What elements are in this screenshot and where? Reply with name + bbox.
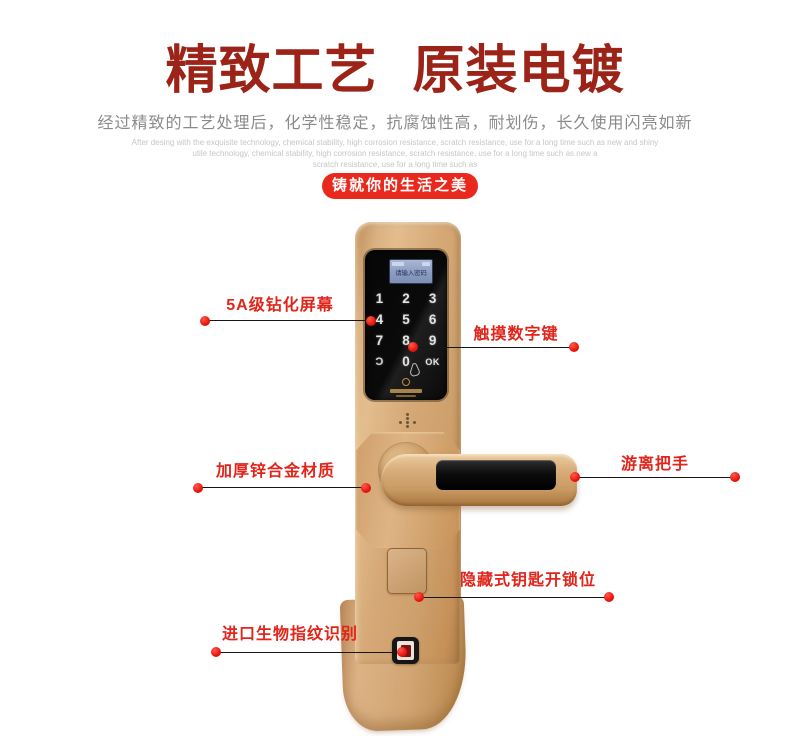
subtext-line-3: scratch resistance, use for a long time … bbox=[312, 160, 478, 169]
key-5: 5 bbox=[402, 312, 410, 327]
key-2: 2 bbox=[402, 291, 410, 306]
lcd-screen: 请输入密码 bbox=[389, 259, 433, 284]
callout-screen-dot-outer bbox=[200, 316, 210, 326]
key-cover-plate bbox=[387, 548, 427, 594]
lcd-prompt-text: 请输入密码 bbox=[395, 270, 427, 277]
key-7: 7 bbox=[375, 333, 384, 348]
subtitle: 经过精致的工艺处理后，化学性稳定，抗腐蚀性高，耐划伤，长久使用闪亮如新 bbox=[97, 115, 693, 132]
brand-logo-text bbox=[390, 389, 422, 393]
slogan-badge: 铸就你的生活之美 bbox=[322, 173, 478, 199]
callout-keyhole-line bbox=[419, 597, 609, 598]
brand-logo-icon bbox=[402, 378, 410, 386]
door-handle bbox=[381, 454, 577, 506]
key-3: 3 bbox=[428, 291, 437, 306]
callout-handle-line bbox=[575, 477, 735, 478]
callout-material-label: 加厚锌合金材质 bbox=[215, 463, 335, 480]
key-0: 0 bbox=[402, 354, 410, 369]
callout-keyhole-dot-target bbox=[414, 592, 424, 602]
callout-keyhole-dot-outer bbox=[604, 592, 614, 602]
callout-keypad-dot-target bbox=[408, 342, 418, 352]
callout-handle-dot-outer bbox=[730, 472, 740, 482]
key-ok: OK bbox=[425, 356, 440, 367]
callout-fingerprint-line bbox=[216, 652, 400, 653]
callout-screen-line bbox=[205, 320, 371, 321]
touch-hand-icon bbox=[409, 363, 420, 377]
callout-handle-dot-target bbox=[570, 472, 580, 482]
page-title: 精致工艺 原装电镀 bbox=[165, 40, 625, 101]
key-9: 9 bbox=[428, 333, 437, 348]
brand-logo-subtext bbox=[396, 395, 416, 397]
callout-screen-label: 5A级钻化屏幕 bbox=[226, 297, 334, 314]
speaker-holes-icon bbox=[406, 417, 409, 420]
callout-keypad-label: 触摸数字键 bbox=[473, 326, 559, 343]
lcd-status-bar bbox=[392, 262, 430, 267]
callout-material-line bbox=[198, 487, 366, 488]
callout-material-dot-target bbox=[361, 483, 371, 493]
handle-inlay bbox=[436, 460, 556, 490]
subtext-line-1: After desing with the exquisite technolo… bbox=[131, 138, 659, 147]
key-8: 8 bbox=[402, 333, 410, 348]
key-back-icon: Ɔ bbox=[375, 355, 384, 368]
callout-fingerprint-label: 进口生物指纹识别 bbox=[221, 626, 358, 643]
callout-keyhole-label: 隐藏式钥匙开锁位 bbox=[459, 572, 596, 589]
callout-fingerprint-dot-target bbox=[397, 647, 407, 657]
callout-keypad-dot-outer bbox=[569, 342, 579, 352]
key-1: 1 bbox=[375, 291, 384, 306]
callout-material-dot-outer bbox=[193, 483, 203, 493]
callout-fingerprint-dot-outer bbox=[211, 647, 221, 657]
callout-handle-label: 游离把手 bbox=[620, 456, 689, 473]
callout-keypad-line bbox=[412, 347, 574, 348]
callout-screen-dot-target bbox=[366, 316, 376, 326]
numeric-keypad: 1 2 3 4 5 6 7 8 9 Ɔ 0 OK bbox=[366, 288, 446, 372]
subtext-line-2: utile technology, chemical stability, hi… bbox=[192, 149, 598, 158]
key-6: 6 bbox=[428, 312, 437, 327]
key-4: 4 bbox=[375, 312, 384, 327]
